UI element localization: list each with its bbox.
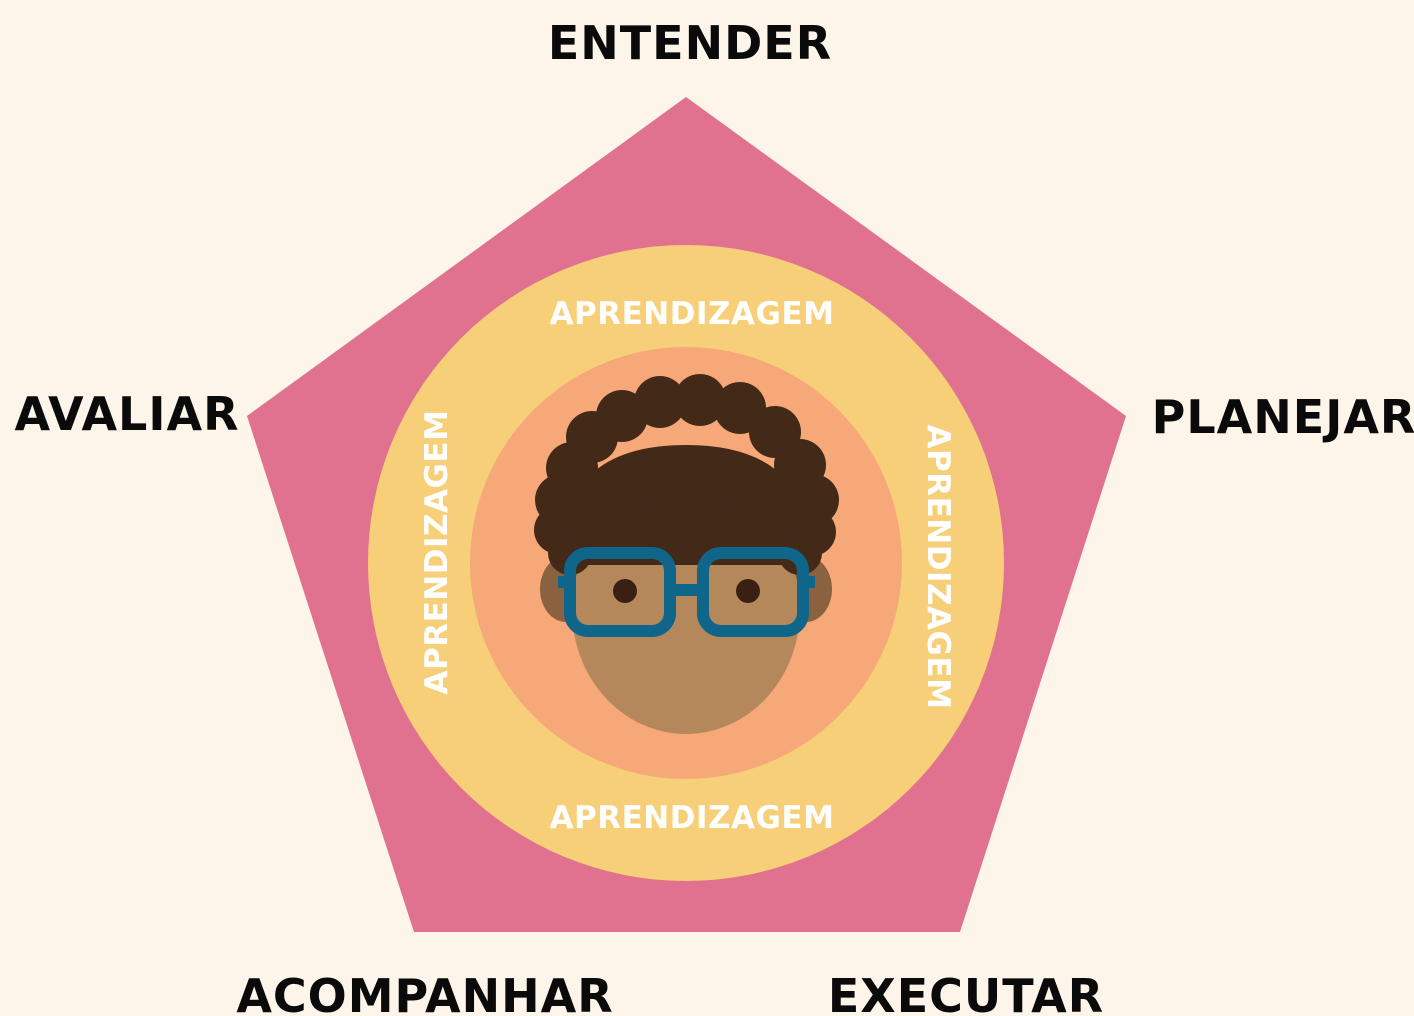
vertex-label-right: PLANEJAR	[1152, 390, 1414, 444]
student-with-glasses-icon	[534, 374, 839, 734]
ring-label-right: APRENDIZAGEM	[920, 425, 956, 710]
vertex-label-left: AVALIAR	[14, 387, 239, 441]
vertex-label-top: ENTENDER	[548, 16, 832, 70]
ring-label-bottom: APRENDIZAGEM	[550, 800, 835, 836]
vertex-label-bottom-right: EXECUTAR	[828, 969, 1104, 1016]
vertex-label-bottom-left: ACOMPANHAR	[236, 969, 613, 1016]
ring-label-left: APRENDIZAGEM	[419, 410, 455, 695]
ring-label-top: APRENDIZAGEM	[550, 296, 835, 332]
